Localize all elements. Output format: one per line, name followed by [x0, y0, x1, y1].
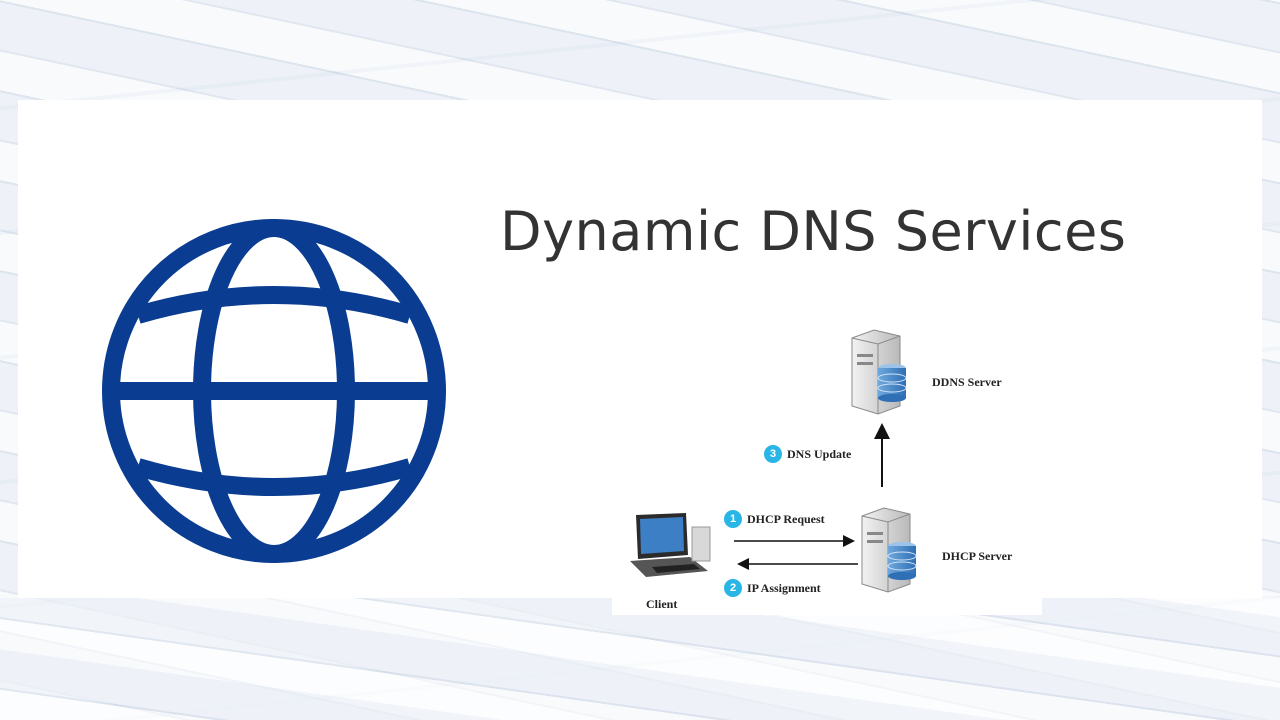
- step-label: DHCP Request: [747, 512, 825, 526]
- step-label: IP Assignment: [747, 581, 821, 595]
- client-label: Client: [646, 597, 678, 611]
- slide-title: Dynamic DNS Services: [500, 200, 1127, 263]
- laptop-icon: [630, 513, 711, 577]
- server-icon: [861, 507, 917, 593]
- diagram-graphics: [630, 329, 917, 593]
- step-badge: 3: [764, 445, 782, 463]
- background-band: [0, 598, 1280, 720]
- ddns-server-label: DDNS Server: [932, 375, 1002, 389]
- dhcp-server-label: DHCP Server: [942, 549, 1013, 563]
- step-badge: 1: [724, 510, 742, 528]
- step-badge: 2: [724, 579, 742, 597]
- server-icon: [851, 329, 907, 415]
- globe-icon: [102, 219, 446, 563]
- ddns-diagram: DDNS Server DHCP Server Client 3 DNS Upd…: [612, 305, 1042, 615]
- step-label: DNS Update: [787, 447, 852, 461]
